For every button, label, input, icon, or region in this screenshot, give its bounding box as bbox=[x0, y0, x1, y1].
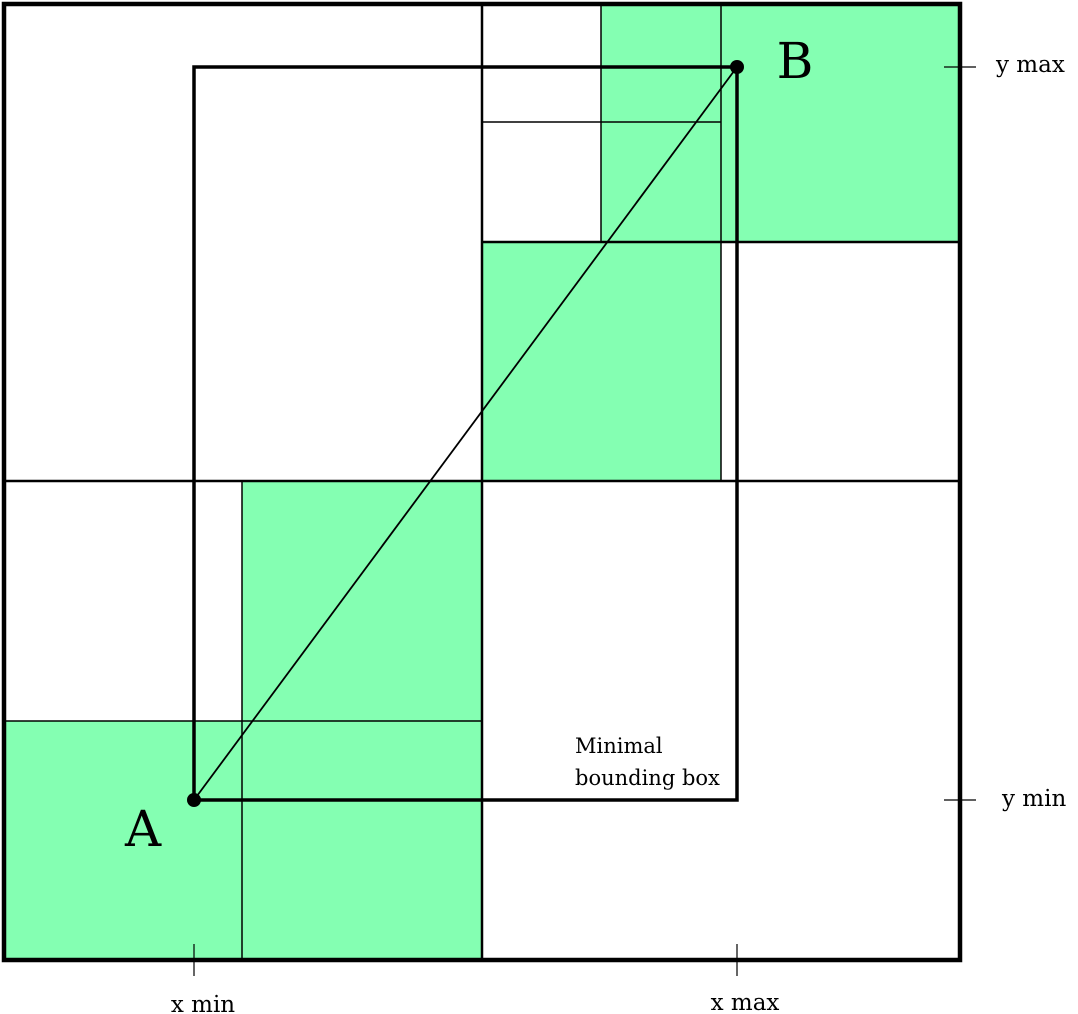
segment-a-b bbox=[193, 66, 738, 801]
x-min-label: x min bbox=[171, 992, 235, 1014]
point-b-dot bbox=[730, 60, 744, 74]
y-min-label: y min bbox=[1001, 786, 1066, 812]
tick-marks bbox=[193, 66, 976, 976]
point-a-label: A bbox=[124, 800, 162, 858]
x-max-label: x max bbox=[711, 990, 780, 1014]
point-b-label: B bbox=[777, 32, 814, 90]
bounding-box-label-line2: bounding box bbox=[575, 766, 720, 790]
highlighted-cell bbox=[601, 4, 960, 242]
bounding-box-label-line1: Minimal bbox=[575, 734, 663, 758]
y-max-label: y max bbox=[995, 52, 1065, 78]
point-a-dot bbox=[187, 793, 201, 807]
grid-lines bbox=[4, 4, 960, 960]
outer-border bbox=[1, 1, 963, 963]
highlighted-cells bbox=[4, 4, 960, 960]
highlighted-cell bbox=[482, 242, 721, 481]
minimal-bounding-box bbox=[192, 65, 739, 802]
highlighted-cell bbox=[4, 721, 482, 960]
